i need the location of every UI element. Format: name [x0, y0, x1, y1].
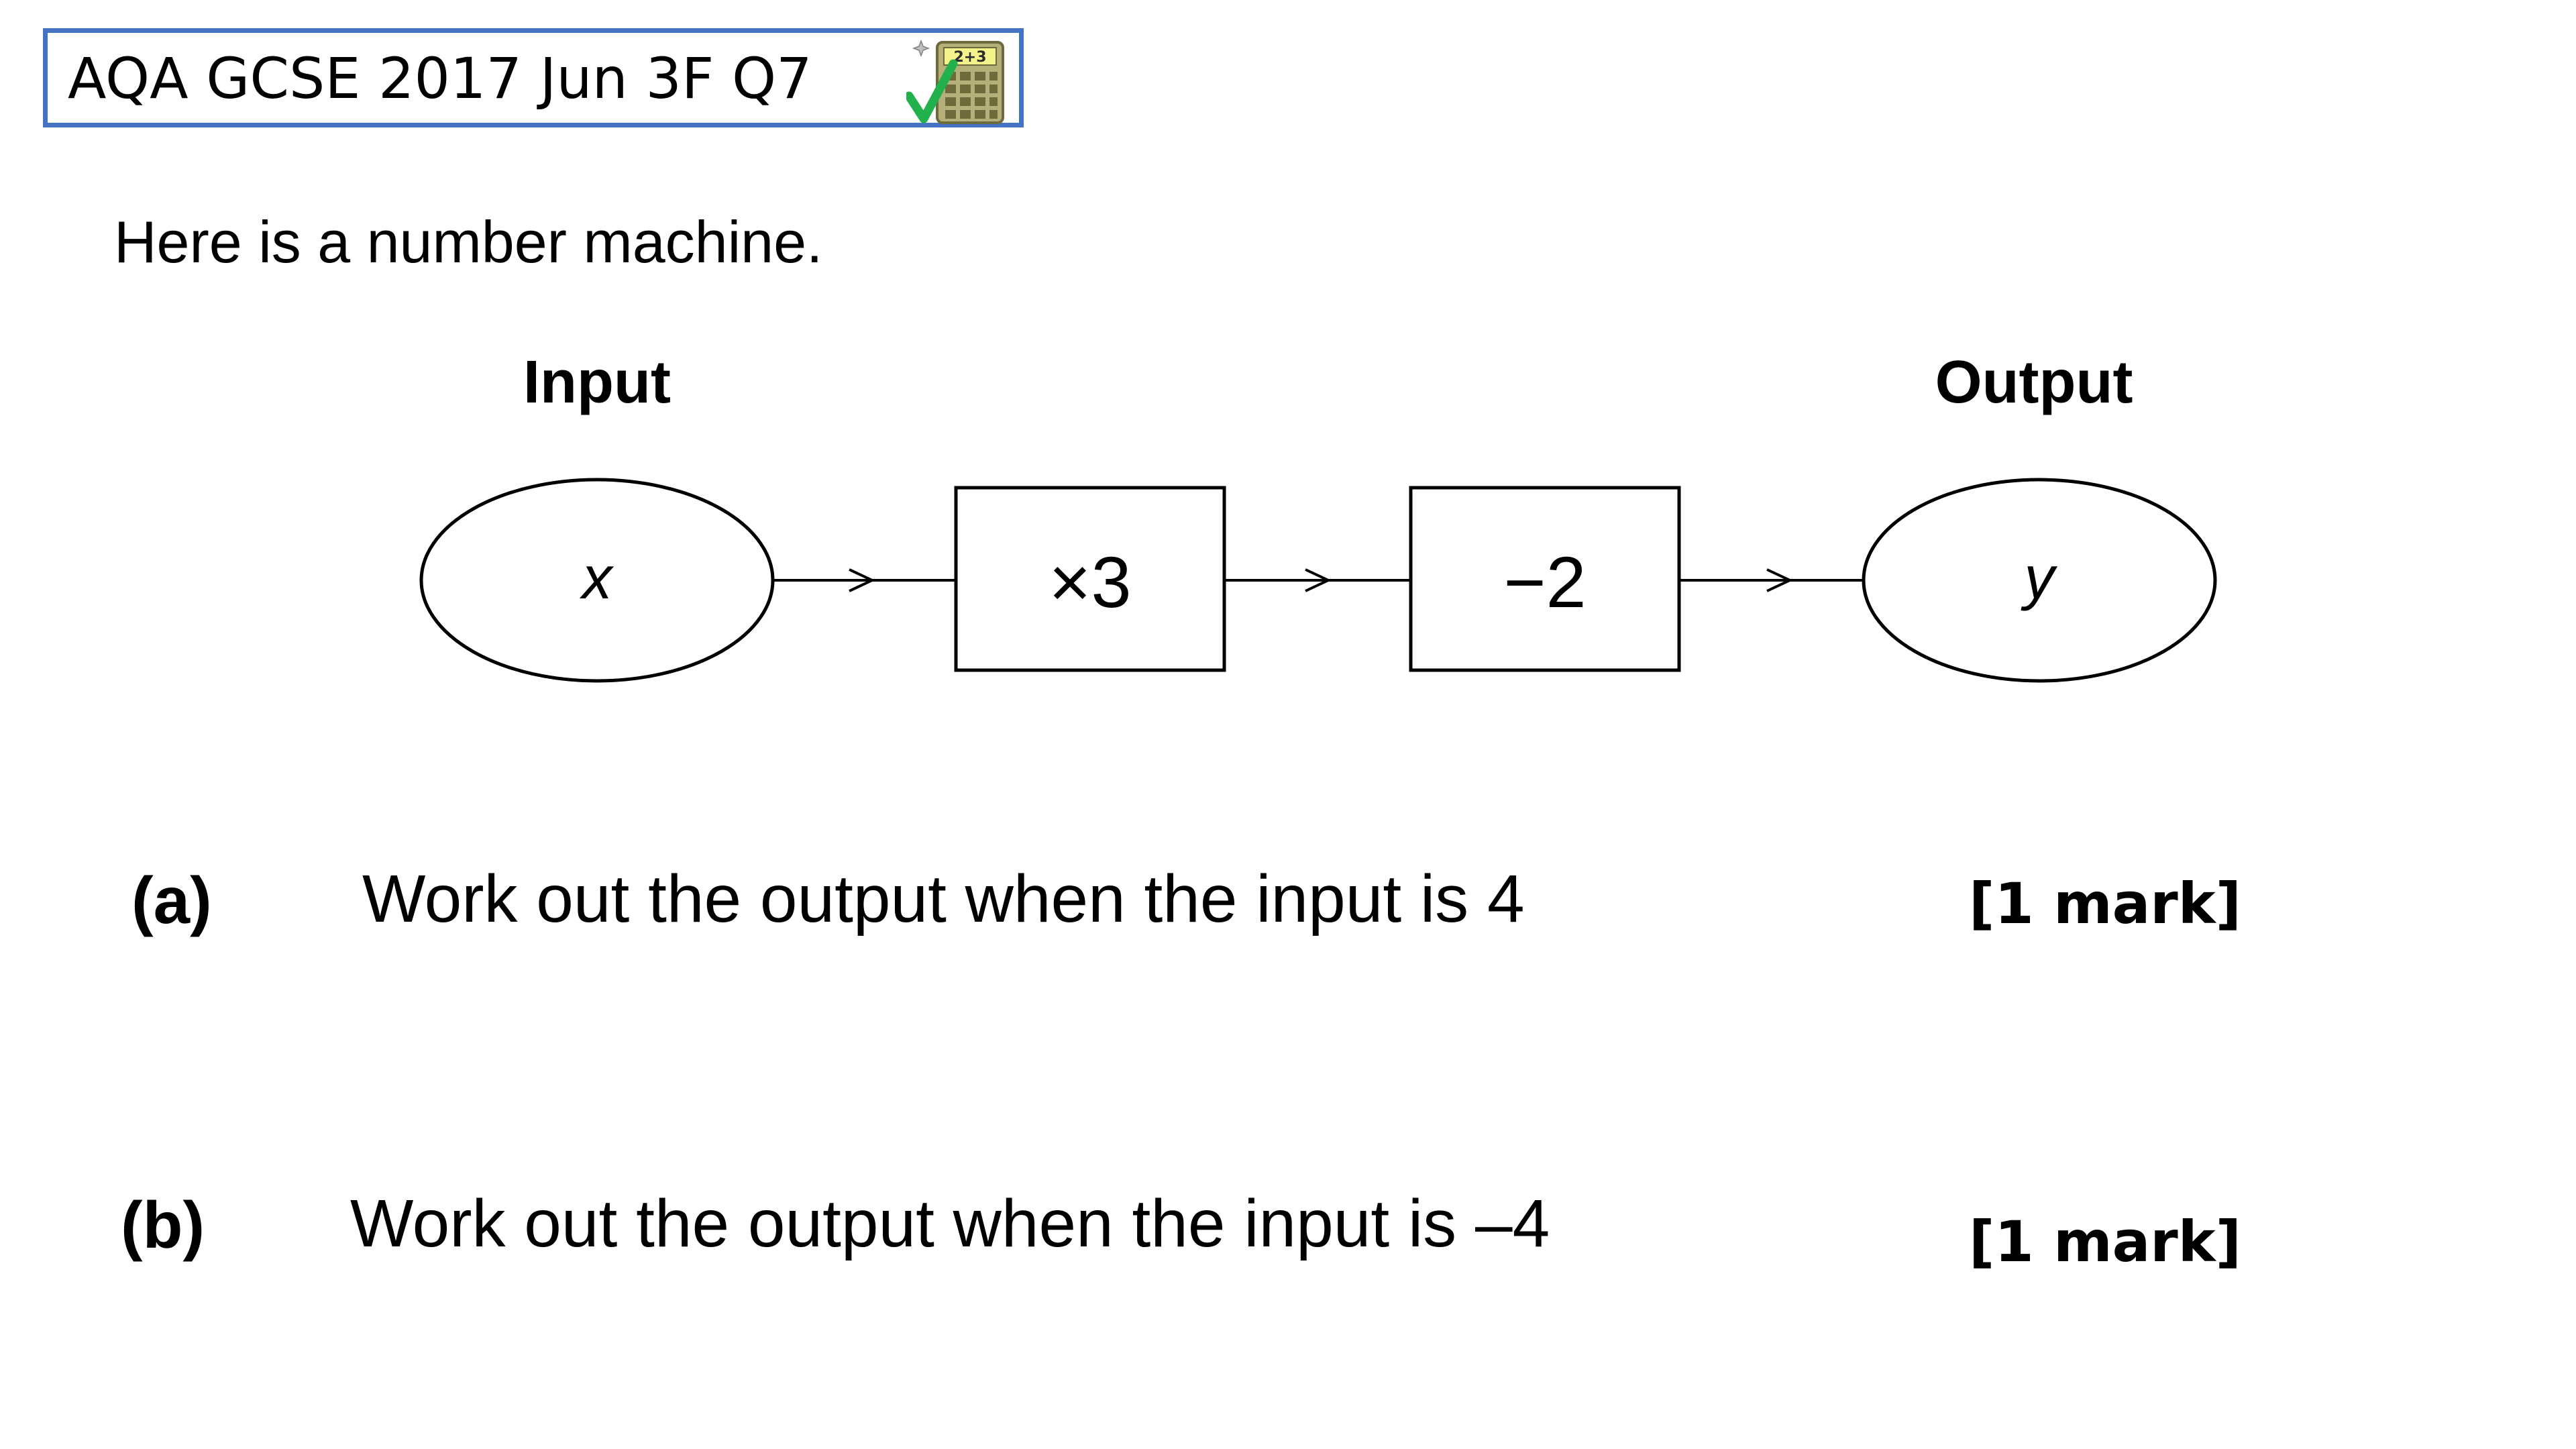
- question-title: AQA GCSE 2017 Jun 3F Q7: [68, 46, 812, 111]
- output-ellipse: [1862, 478, 2217, 683]
- part-b-question: Work out the output when the input is –4: [350, 1186, 1550, 1261]
- intro-text: Here is a number machine.: [114, 209, 823, 275]
- calculator-display-text: 2+3: [953, 49, 986, 66]
- input-variable: x: [580, 545, 614, 612]
- multiply-box: [954, 486, 1226, 672]
- output-label: Output: [1935, 349, 2133, 416]
- question-title-box: AQA GCSE 2017 Jun 3F Q7 2+3: [43, 28, 1024, 127]
- input-ellipse: [419, 478, 775, 683]
- part-b-marks: [1 mark]: [1969, 1209, 2241, 1275]
- multiply-operation: ×3: [1049, 541, 1131, 623]
- subtract-box: [1409, 486, 1681, 672]
- part-b-letter: (b): [121, 1188, 205, 1262]
- input-label: Input: [523, 349, 671, 416]
- subtract-operation: −2: [1503, 541, 1586, 623]
- part-a-letter: (a): [131, 863, 212, 937]
- part-a-marks: [1 mark]: [1969, 871, 2241, 936]
- part-a-question: Work out the output when the input is 4: [362, 861, 1525, 936]
- output-variable: y: [2021, 545, 2058, 612]
- calculator-allowed-icon: 2+3: [906, 39, 1004, 124]
